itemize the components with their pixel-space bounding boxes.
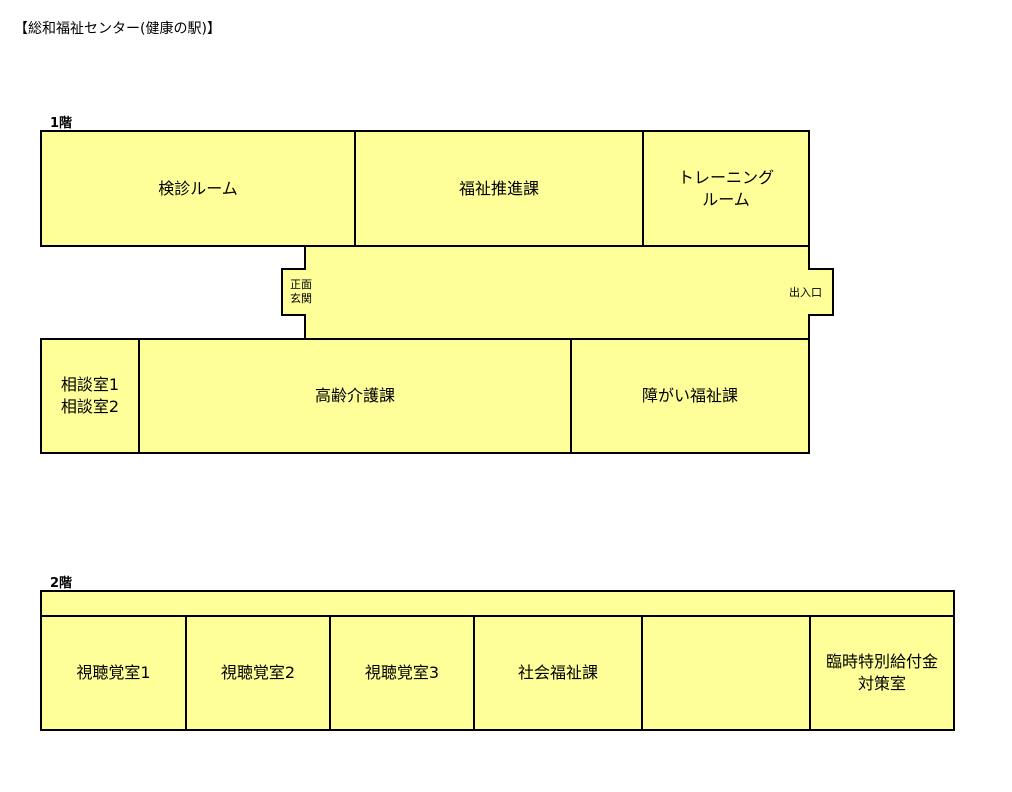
room-blank <box>641 615 811 731</box>
room-shichou2: 視聴覚室2 <box>185 615 331 731</box>
exit-label: 出入口 <box>789 286 822 299</box>
room-shougai-label: 障がい福祉課 <box>641 386 738 405</box>
floor2-corridor <box>40 590 955 617</box>
room-rinji: 臨時特別給付金 対策室 <box>809 615 955 731</box>
page-title: 【総和福祉センター(健康の駅)】 <box>14 21 221 37</box>
floor2-label: 2階 <box>50 576 73 591</box>
room-training: トレーニング ルーム <box>642 130 810 247</box>
room-shichou1-label: 視聴覚室1 <box>76 663 151 682</box>
room-kenshin-label: 検診ルーム <box>158 178 238 198</box>
room-training-label: トレーニング ルーム <box>677 167 774 209</box>
room-fukushi-suishin: 福祉推進課 <box>354 130 644 247</box>
room-shougai: 障がい福祉課 <box>570 338 810 454</box>
room-soudan: 相談室1 相談室2 <box>40 338 140 454</box>
room-shakai-label: 社会福祉課 <box>517 663 598 682</box>
room-shichou2-label: 視聴覚室2 <box>220 663 296 682</box>
hallway-shape <box>281 245 834 340</box>
front-entrance-label: 正面 玄関 <box>290 278 312 305</box>
room-kourei-label: 高齢介護課 <box>314 386 395 405</box>
floor1-label: 1階 <box>50 116 73 131</box>
room-fukushi-suishin-label: 福祉推進課 <box>458 178 539 198</box>
room-soudan-label: 相談室1 相談室2 <box>60 375 120 416</box>
room-kourei: 高齢介護課 <box>138 338 572 454</box>
room-shichou3-label: 視聴覚室3 <box>364 663 440 682</box>
room-shichou1: 視聴覚室1 <box>40 615 187 731</box>
room-rinji-label: 臨時特別給付金 対策室 <box>825 652 938 693</box>
room-shakai: 社会福祉課 <box>473 615 643 731</box>
room-shichou3: 視聴覚室3 <box>329 615 475 731</box>
room-kenshin: 検診ルーム <box>40 130 356 247</box>
